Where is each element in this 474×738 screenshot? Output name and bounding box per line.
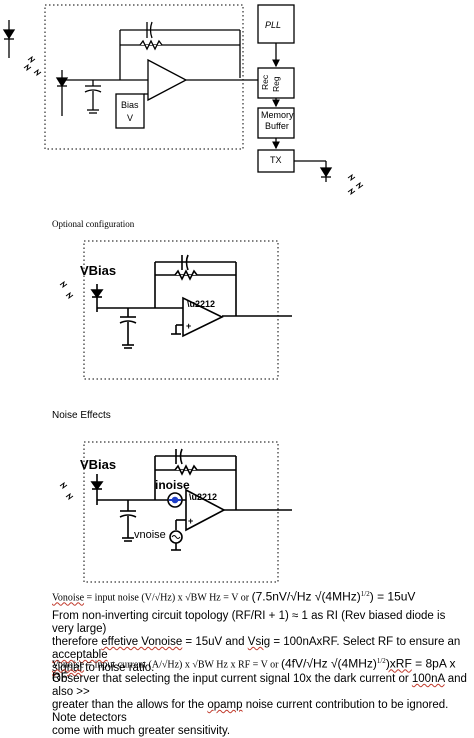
buffer-label: Buffer <box>265 121 289 131</box>
p1-l3-a: signal <box>52 662 83 674</box>
p2-line-3: come with much greater sensitivity. <box>52 725 231 737</box>
memory-buffer-box <box>257 107 295 139</box>
inoise-label: inoise <box>155 478 190 492</box>
tx-label: TX <box>270 155 282 165</box>
diagram-3-boundary <box>83 441 279 583</box>
pll-label: PLL <box>265 20 282 30</box>
led-icon-output <box>319 161 333 182</box>
eq1-middle: = input noise (V/√Hz) x √BW Hz = V or <box>84 592 252 604</box>
rec-reg-box <box>257 67 295 99</box>
led-icon-top-left <box>2 20 16 58</box>
memory-label: Memory <box>261 110 294 120</box>
photodiode-1 <box>55 70 69 116</box>
diagram-3 <box>59 441 292 583</box>
eq2-exponent: 1/2 <box>376 657 386 665</box>
p2-l2-a: greater than the allows for the <box>52 699 208 711</box>
diagram-2 <box>59 240 292 380</box>
vbias-label-d2: VBias <box>80 263 117 278</box>
input-capacitor <box>84 80 102 114</box>
light-rays-icon-d3 <box>59 481 74 501</box>
paragraph-observation: Observer that selecting the input curren… <box>52 673 470 738</box>
p1-l2-f: acceptable <box>52 649 108 661</box>
paragraph-topology: From non-inverting circuit topology (RF/… <box>52 610 470 675</box>
svg-text:\u2212: \u2212 <box>189 492 217 502</box>
equation-voltage-noise: Vonoise = input noise (V/√Hz) x √BW Hz =… <box>52 588 470 604</box>
opamp-3 <box>185 488 226 532</box>
diagram-1 <box>2 4 364 196</box>
equation-current-noise: Vonoise = input current (A/√Hz) x √BW Hz… <box>52 655 470 685</box>
vonoise-term-2: Vonoise <box>52 659 85 671</box>
svg-text:\u2212: \u2212 <box>187 299 215 309</box>
vnoise-label: vnoise <box>134 529 166 541</box>
bias-label: Bias <box>121 100 139 110</box>
eq2-value: (4fV/√Hz √(4MHz) <box>281 656 377 671</box>
eq2-middle: = input current (A/√Hz) x √BW Hz x RF = … <box>84 659 282 671</box>
p1-l3-b: to noise ratio. <box>82 662 155 674</box>
diagram-2-boundary <box>83 240 279 380</box>
p1-l2-d: Vsig <box>247 636 271 648</box>
p1-line-1: From non-inverting circuit topology (RF/… <box>52 610 446 635</box>
p2-l1-c: and also >> <box>52 673 467 698</box>
eq1-value: (7.5nV/√Hz √(4MHz) <box>251 589 361 604</box>
eq1-result: ) = 15uV <box>369 589 416 604</box>
p2-line-1: Observer that selecting the input curren… <box>52 673 470 699</box>
v-label: V <box>127 113 134 123</box>
light-rays-icon-d2 <box>59 280 74 300</box>
p1-l2-a: therefore <box>52 636 102 648</box>
opamp-1 <box>147 58 188 102</box>
p2-l1-b: 100nA <box>411 673 445 685</box>
p2-line-2: greater than the allows for the opamp no… <box>52 699 470 725</box>
rec-label: Rec <box>260 74 270 90</box>
eq2-xrf: )xRF <box>385 656 412 671</box>
vonoise-term-1: Vonoise <box>52 592 85 604</box>
optional-config-label: Optional configuration <box>52 219 135 229</box>
reg-label: Reg <box>271 76 281 92</box>
opamp-2 <box>182 296 224 338</box>
light-rays-icon-right <box>347 173 364 196</box>
svg-text:+: + <box>188 516 193 526</box>
p1-l2-c: = 15uV and <box>182 636 248 648</box>
bias-v-box <box>115 93 145 129</box>
p1-line-3: signal to noise ratio. <box>52 662 470 675</box>
noise-effects-label: Noise Effects <box>52 410 111 421</box>
svg-text:+: + <box>186 321 191 331</box>
diagram-1-boundary <box>44 4 244 150</box>
p1-l2-e: = 100nAxRF. Select RF to ensure an <box>270 636 461 648</box>
light-rays-icon-left <box>23 55 42 77</box>
eq2-result: = 8pA x RF <box>52 656 456 685</box>
schematic-canvas: \u2212 <box>2 4 364 583</box>
p1-line-2: therefore effetive Vonoise = 15uV and Vs… <box>52 636 470 662</box>
p1-l2-b: effetive Vonoise <box>101 636 183 648</box>
vbias-label-d3: VBias <box>80 457 117 472</box>
p2-l1-a: Observer that selecting the input curren… <box>52 673 412 685</box>
p2-l2-b: opamp <box>207 699 243 711</box>
eq1-exponent: 1/2 <box>360 590 370 598</box>
